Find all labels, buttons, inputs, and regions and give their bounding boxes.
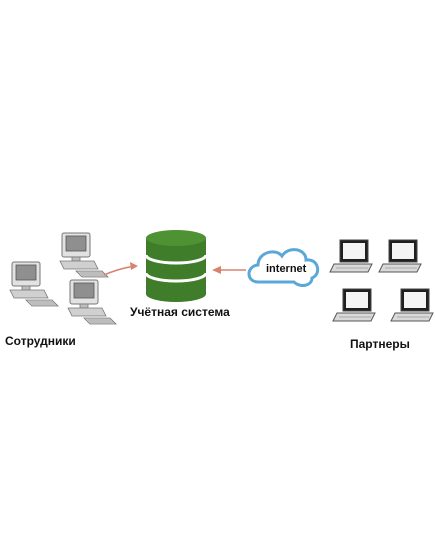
internet-label: internet (266, 263, 307, 275)
desktop-computer-icon (67, 279, 117, 325)
laptop-icon (390, 288, 434, 322)
arrow-employees-to-system (103, 262, 138, 276)
partners-label: Партнеры (350, 337, 410, 351)
employees-label: Сотрудники (5, 334, 76, 348)
laptop-icon (329, 239, 373, 273)
system-label: Учётная система (130, 305, 230, 319)
cloud-icon (247, 248, 320, 287)
laptop-icon (332, 288, 376, 322)
desktop-computer-icon (59, 232, 109, 278)
laptop-icon (378, 239, 422, 273)
database-icon (144, 230, 208, 302)
arrow-internet-to-system (212, 266, 246, 274)
desktop-computer-icon (9, 261, 59, 307)
